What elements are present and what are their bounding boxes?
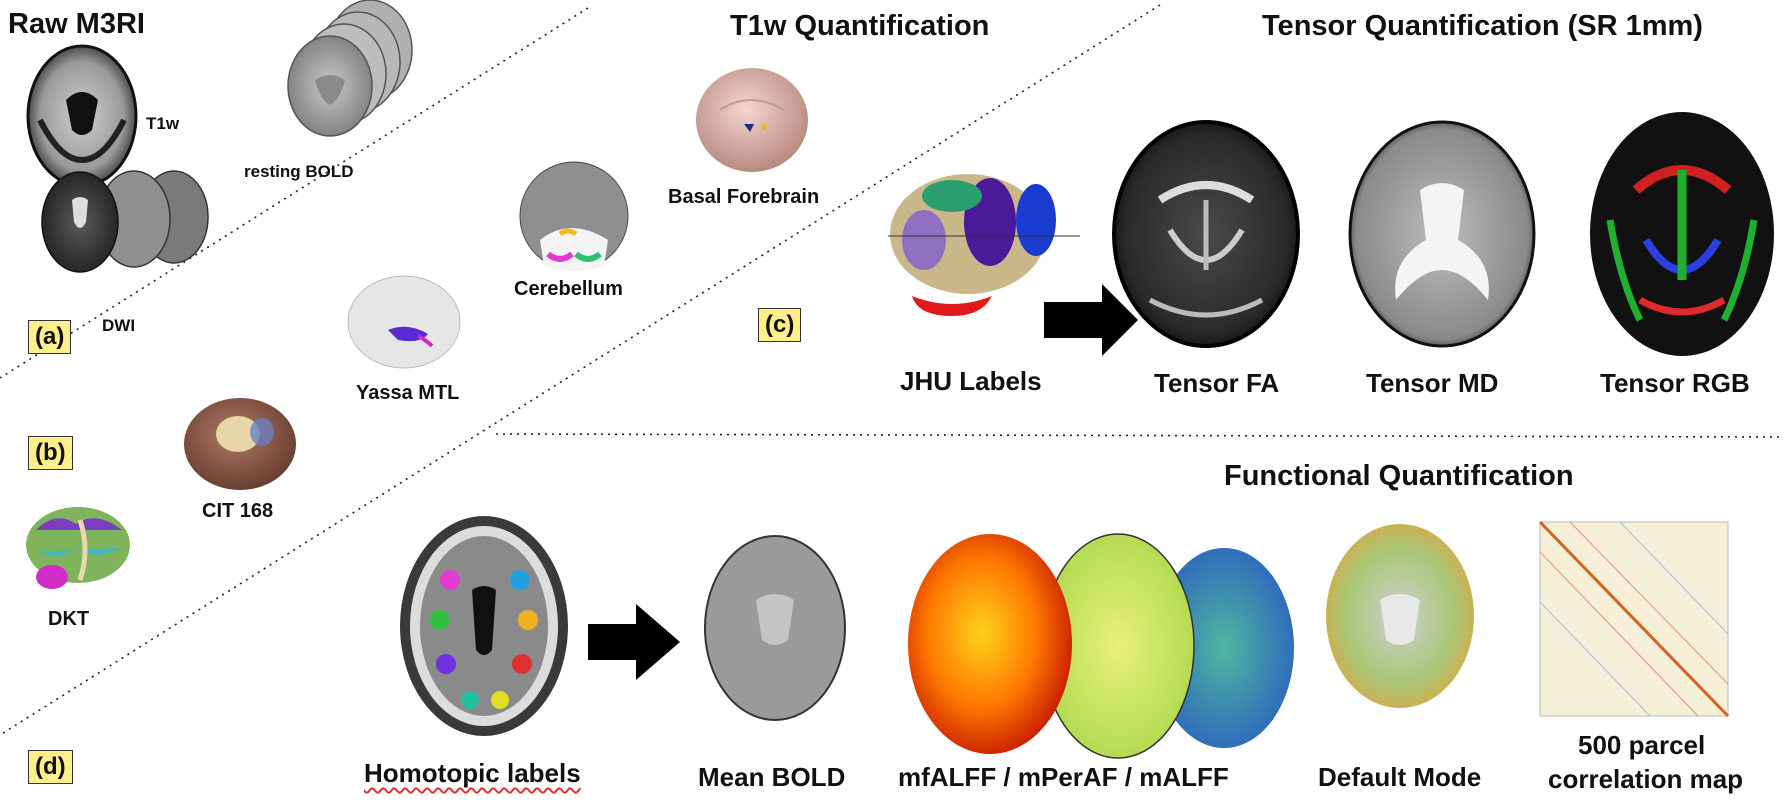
resting-bold-stack	[287, 0, 413, 137]
jhu-labels-render	[888, 174, 1080, 316]
cerebellum-render	[519, 161, 629, 271]
mean-bold-image	[704, 535, 846, 721]
yassa-mtl-render	[347, 275, 461, 369]
default-mode-image	[1326, 524, 1474, 708]
dwi-images	[41, 170, 209, 273]
arrow-jhu-to-tensor	[1044, 284, 1138, 356]
basal-forebrain-label: Basal Forebrain	[668, 186, 820, 208]
yassa-mtl-label: Yassa MTL	[356, 382, 460, 404]
t1w-axial-image	[26, 44, 138, 188]
resting-bold-label: resting BOLD	[244, 162, 354, 181]
tag-d: (d)	[28, 750, 73, 784]
tensor-md-label: Tensor MD	[1366, 368, 1499, 398]
tag-c: (c)	[758, 308, 802, 342]
tensor-md-image	[1348, 120, 1536, 348]
divider-b-c	[0, 4, 1161, 736]
jhu-labels-label: JHU Labels	[900, 366, 1042, 396]
alff-label: mfALFF / mPerAF / mALFF	[898, 762, 1229, 792]
cerebellum-label: Cerebellum	[514, 278, 623, 300]
dwi-label: DWI	[102, 316, 136, 335]
basal-forebrain-render	[696, 68, 808, 172]
tensor-quantification-title: Tensor Quantification (SR 1mm)	[1262, 10, 1703, 42]
tensor-rgb-label: Tensor RGB	[1600, 368, 1750, 398]
dkt-brain-render	[26, 507, 130, 589]
functional-quantification-title: Functional Quantification	[1224, 460, 1574, 492]
tag-a: (a)	[28, 320, 72, 354]
homotopic-labels-label: Homotopic labels	[364, 758, 581, 788]
raw-m3ri-title: Raw M3RI	[8, 8, 145, 40]
alff-perafr-malff-images	[908, 533, 1294, 759]
cit168-label: CIT 168	[202, 500, 274, 522]
tensor-rgb-image	[1590, 112, 1774, 356]
tensor-fa-image	[1112, 120, 1300, 348]
divider-c-d	[495, 433, 1784, 438]
t1w-quantification-title: T1w Quantification	[730, 10, 990, 42]
homotopic-labels-image	[400, 516, 568, 736]
tag-b: (b)	[28, 436, 73, 470]
default-mode-label: Default Mode	[1318, 762, 1482, 792]
correlation-map-label-line1: 500 parcel	[1578, 730, 1706, 760]
dkt-label: DKT	[48, 608, 90, 630]
tensor-fa-label: Tensor FA	[1154, 368, 1280, 398]
correlation-map-image	[1538, 520, 1730, 718]
cit168-brain-render	[184, 398, 296, 490]
mean-bold-label: Mean BOLD	[698, 762, 846, 792]
arrow-homotopic-to-bold	[588, 604, 680, 680]
t1w-label: T1w	[146, 114, 180, 133]
correlation-map-label-line2: correlation map	[1548, 764, 1744, 794]
